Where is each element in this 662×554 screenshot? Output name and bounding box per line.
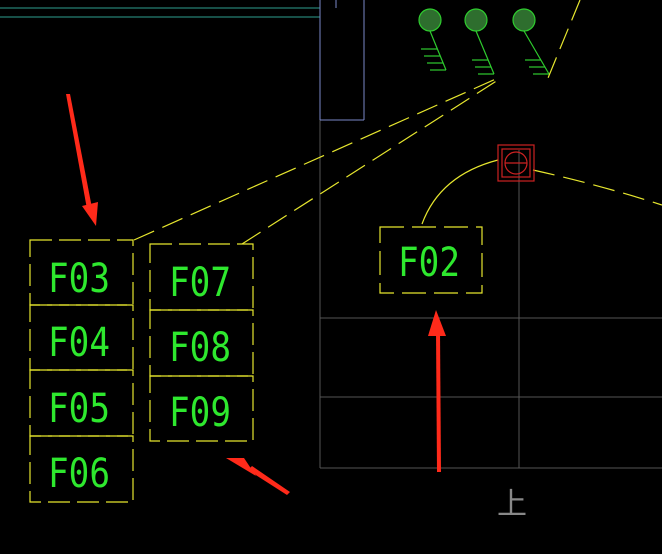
annotation-arrows <box>66 94 446 495</box>
top-wall-lines <box>0 7 320 18</box>
label-f07: F07 <box>169 260 231 306</box>
fixture-column-right <box>149 243 254 442</box>
wall-terminal-icon[interactable] <box>418 8 447 71</box>
route-line <box>133 77 499 241</box>
routing-lines <box>133 0 662 245</box>
annotation-arrow-icon <box>428 310 446 472</box>
wall-terminal-icon[interactable] <box>464 8 495 75</box>
fixture-column-left <box>29 239 134 503</box>
fixture-box-f08[interactable] <box>149 309 254 377</box>
blue-column <box>319 0 365 121</box>
route-line <box>547 0 581 79</box>
fixture-box-f09[interactable] <box>149 375 254 442</box>
label-f08: F08 <box>169 325 231 371</box>
grid-lines <box>319 120 662 469</box>
fixture-box-f05[interactable] <box>29 369 134 437</box>
route-line <box>241 79 499 245</box>
fixture-box-f07[interactable] <box>149 243 254 311</box>
label-f05: F05 <box>48 386 110 432</box>
label-f02: F02 <box>398 240 460 286</box>
annotation-arrow-icon <box>66 94 98 226</box>
route-arc <box>421 159 499 225</box>
annotation-arrow-icon <box>226 458 290 495</box>
fixture-box-f06[interactable] <box>29 435 134 503</box>
fixture-box-f03[interactable] <box>29 239 134 306</box>
route-line <box>532 169 662 206</box>
fixture-box-f04[interactable] <box>29 304 134 371</box>
terminal-devices <box>418 8 550 75</box>
fixture-box-f02[interactable] <box>379 226 483 294</box>
label-f06: F06 <box>48 451 110 497</box>
wall-terminal-icon[interactable] <box>512 8 550 75</box>
junction-box-icon[interactable] <box>497 144 535 182</box>
label-f09: F09 <box>169 390 231 436</box>
label-f03: F03 <box>48 256 110 302</box>
floor-char-label: 上 <box>497 487 527 522</box>
label-f04: F04 <box>48 320 110 366</box>
